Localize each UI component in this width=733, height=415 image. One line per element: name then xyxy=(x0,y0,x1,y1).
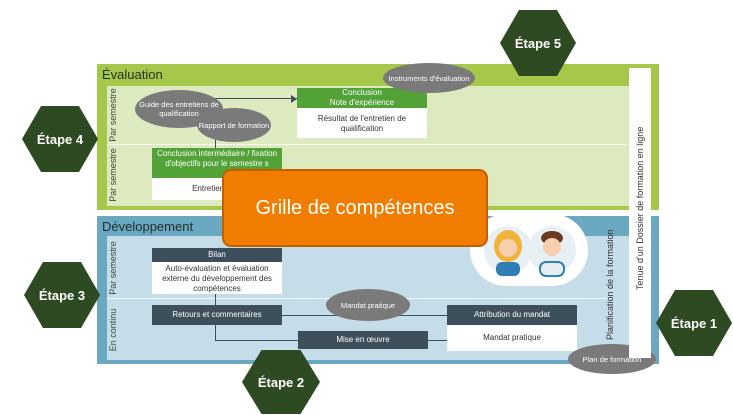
oval-rapport-formation: Rapport de formation xyxy=(197,108,271,142)
arrow-to-mise xyxy=(215,340,298,341)
evaluation-title: Évaluation xyxy=(102,67,163,82)
attribution-box-body: Mandat pratique xyxy=(447,325,577,351)
bilan-box-body: Auto-évaluation et évaluation externe du… xyxy=(152,262,282,294)
arrow-head-conclusion xyxy=(291,95,297,103)
stage-5-hexagon: Étape 5 xyxy=(500,10,576,76)
development-row2-label: En continu xyxy=(108,308,118,352)
conclusion-title: Conclusion xyxy=(342,88,382,97)
oval-instruments-evaluation: Instruments d'évaluation xyxy=(383,63,475,93)
oval-mandat-pratique: Mandat pratique xyxy=(326,289,410,321)
dossier-label: Tenue d'un Dossier de formation en ligne xyxy=(635,126,645,290)
retours-box: Retours et commentaires xyxy=(152,305,282,325)
conclusion-box-header: Conclusion Note d'expérience xyxy=(297,88,427,108)
stage-1-hexagon: Étape 1 xyxy=(656,290,732,356)
conclusion-box-body: Résultat de l'entretien de qualification xyxy=(297,108,427,138)
evaluation-row2-label: Par semestre xyxy=(108,148,118,202)
planification-label: Planification de la formation xyxy=(605,229,615,340)
bilan-box-header: Bilan xyxy=(152,248,282,262)
avatar-woman-face xyxy=(499,239,517,257)
stage-3-hexagon: Étape 3 xyxy=(24,262,100,328)
development-title: Développement xyxy=(102,219,194,234)
competence-grid-overlay: Grille de compétences xyxy=(222,169,488,247)
evaluation-row-divider xyxy=(107,144,627,145)
mise-en-oeuvre-box: Mise en œuvre xyxy=(298,331,428,349)
arrow-to-conclusion xyxy=(215,98,297,99)
stage-4-hexagon: Étape 4 xyxy=(22,106,98,172)
avatar-woman-shirt xyxy=(496,262,520,276)
avatars-illustration xyxy=(484,226,576,277)
arrow-bilan-retours xyxy=(215,294,216,305)
avatar-man-shirt xyxy=(539,261,565,277)
arrow-retours-down xyxy=(215,325,216,341)
dossier-stripe xyxy=(629,68,651,358)
conclusion-subtitle: Note d'expérience xyxy=(329,98,395,107)
development-row1-label: Par semestre xyxy=(108,241,118,295)
arrow-mise-attribution xyxy=(428,340,447,341)
avatar-man-face xyxy=(543,238,561,256)
attribution-box-header: Attribution du mandat xyxy=(447,305,577,325)
